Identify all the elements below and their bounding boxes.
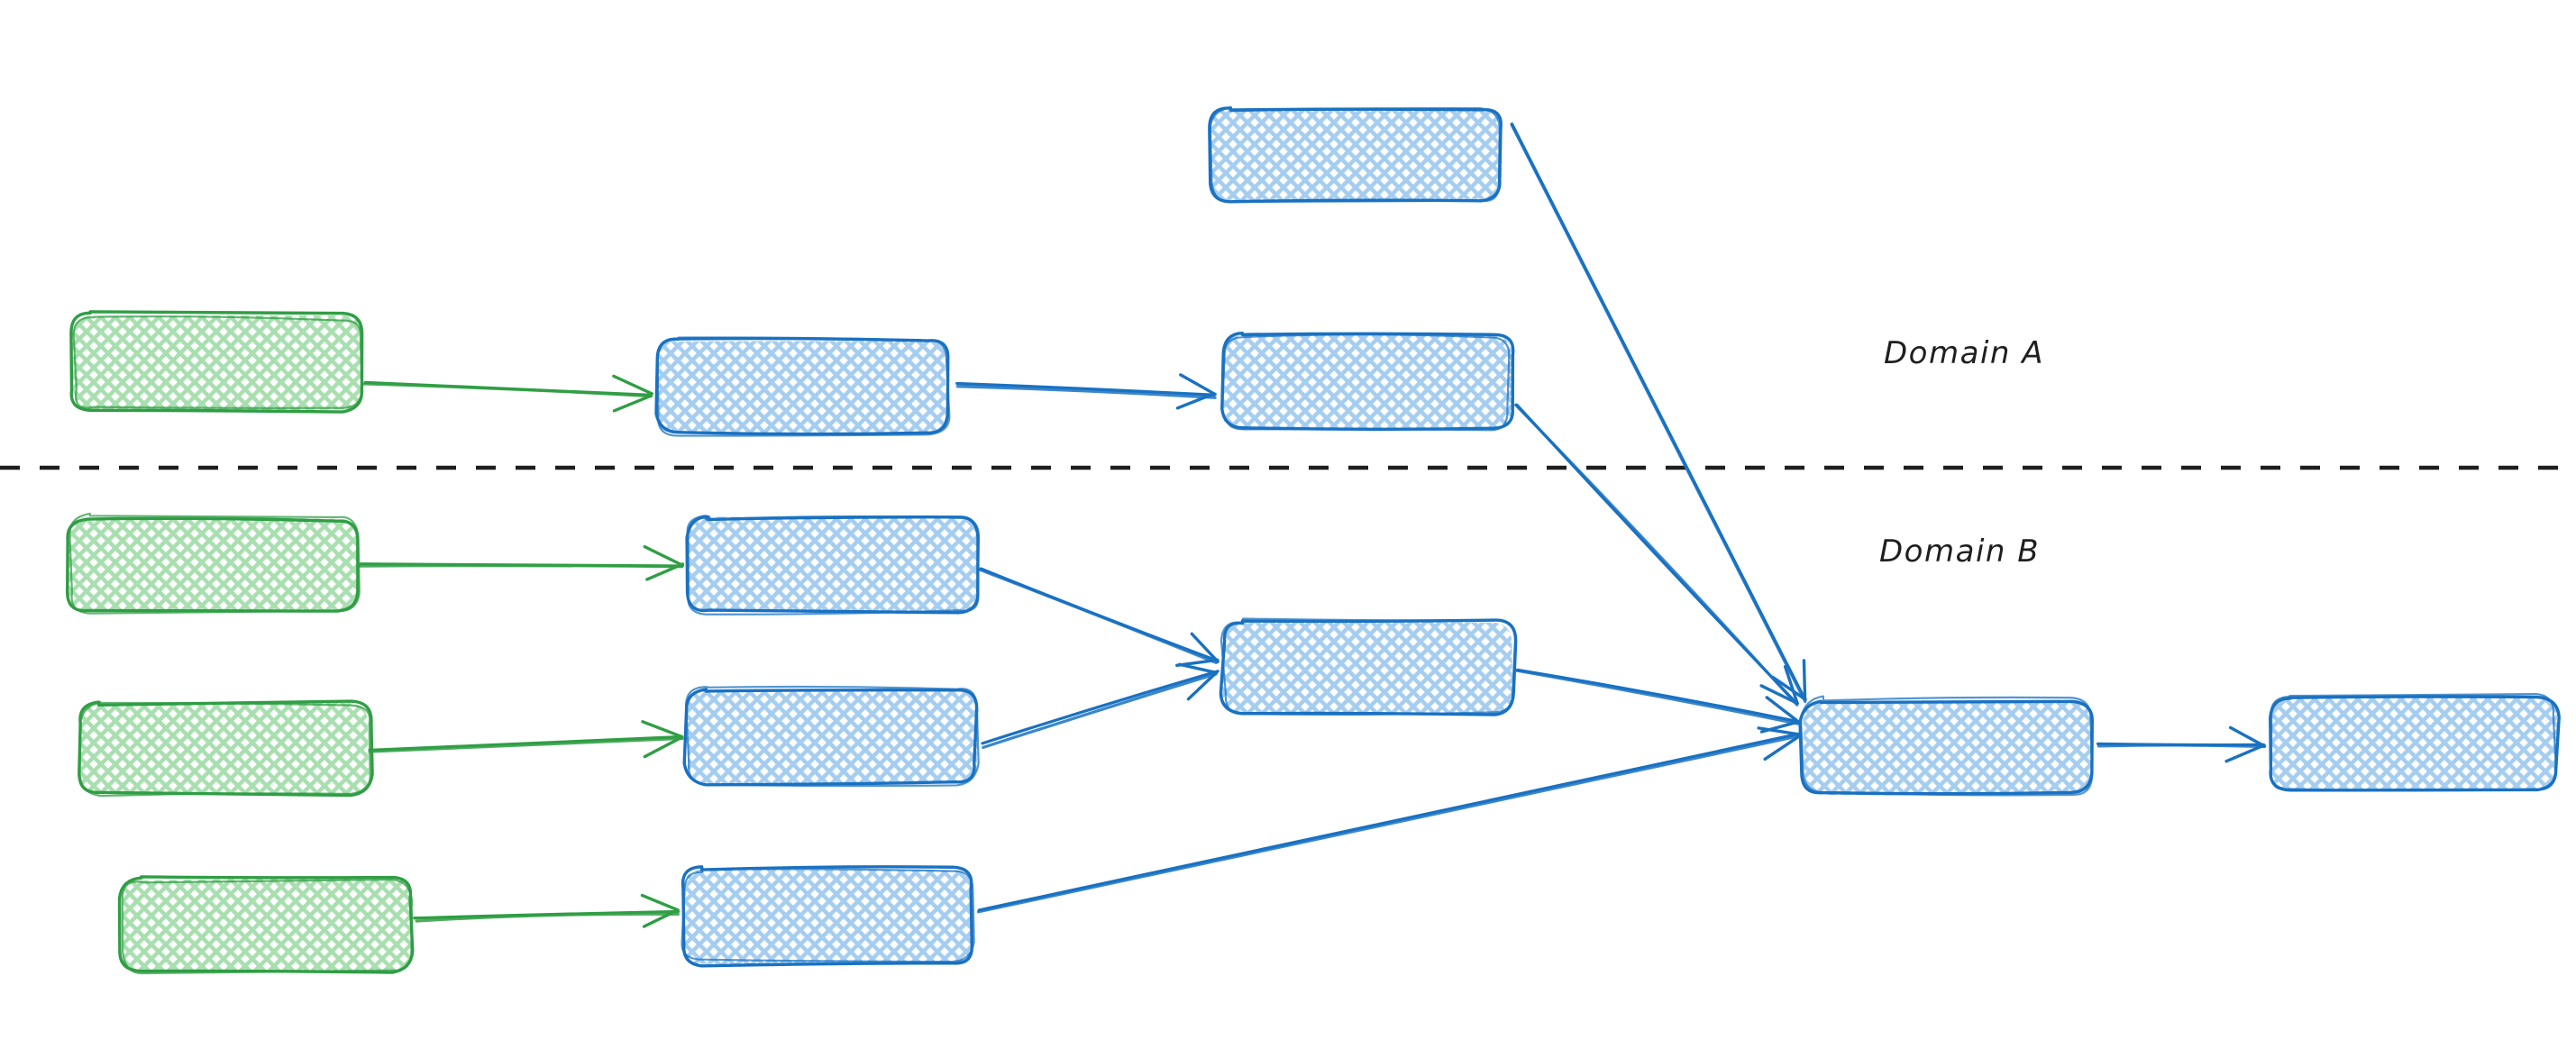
node-hit-b-sink[interactable] [1803, 701, 2093, 794]
edge-b-source-1-to-b-stage-1[interactable] [358, 544, 685, 581]
node-hit-a-stage-1[interactable] [656, 341, 946, 433]
edge-b-sink-to-b-output[interactable] [2096, 725, 2267, 763]
node-b-source-2[interactable] [78, 699, 374, 798]
node-hit-b-source-1[interactable] [68, 518, 358, 611]
edge-b-stage-1-to-b-merge[interactable] [978, 567, 1219, 668]
node-b-merge[interactable] [1219, 617, 1518, 716]
node-b-source-3[interactable] [117, 875, 415, 975]
node-hit-b-merge[interactable] [1222, 622, 1512, 715]
node-hit-a-top[interactable] [1211, 108, 1502, 201]
node-a-stage-1[interactable] [654, 336, 951, 437]
edge-b-source-3-to-b-stage-3[interactable] [412, 893, 681, 928]
node-b-stage-3[interactable] [681, 865, 975, 968]
node-b-sink[interactable] [1798, 695, 2094, 797]
node-hit-b-source-3[interactable] [123, 879, 413, 971]
node-hit-b-stage-1[interactable] [687, 518, 977, 611]
node-hit-b-stage-2[interactable] [687, 689, 977, 782]
node-b-stage-2[interactable] [682, 685, 980, 788]
edge-a-stage-1-to-a-stage-2[interactable] [955, 373, 1217, 410]
edge-b-source-2-to-b-stage-2[interactable] [357, 720, 684, 759]
edge-a-top-to-b-sink[interactable] [1510, 122, 1807, 704]
node-hit-b-output[interactable] [2270, 696, 2558, 789]
node-a-top[interactable] [1208, 105, 1503, 204]
node-b-output[interactable] [2269, 692, 2561, 792]
edge-b-stage-3-to-b-sink[interactable] [976, 726, 1802, 914]
node-b-stage-1[interactable] [685, 515, 981, 616]
domain-b-label: Domain B [1879, 534, 2041, 570]
edge-a-stage-2-to-b-sink[interactable] [1514, 403, 1799, 707]
edge-a-source-1-to-a-stage-1[interactable] [361, 374, 653, 413]
node-hit-b-source-2[interactable] [79, 703, 370, 796]
edge-b-merge-to-b-sink[interactable] [1513, 668, 1802, 734]
node-a-stage-2[interactable] [1220, 332, 1515, 432]
node-hit-b-stage-3[interactable] [683, 870, 973, 962]
edge-b-stage-2-to-b-merge[interactable] [981, 662, 1219, 749]
node-hit-a-stage-2[interactable] [1222, 336, 1512, 429]
edges-layer [357, 122, 2267, 928]
node-hit-a-source-1[interactable] [72, 315, 362, 408]
domain-a-label: Domain A [1884, 335, 2044, 371]
node-a-source-1[interactable] [69, 310, 364, 414]
nodes-layer [66, 105, 2561, 975]
node-b-source-1[interactable] [66, 512, 361, 615]
